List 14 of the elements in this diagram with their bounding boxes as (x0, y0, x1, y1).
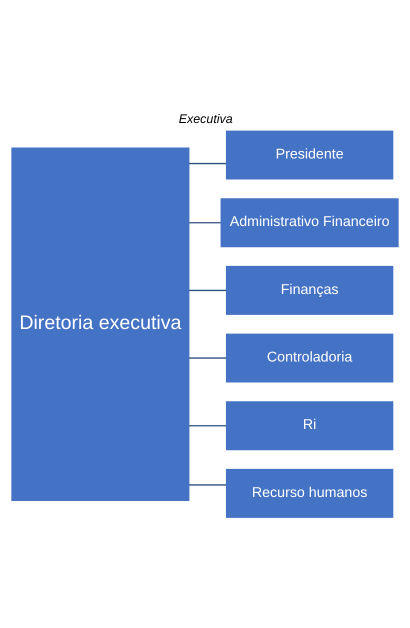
node-box: Presidente (226, 130, 394, 180)
node-box: Controladoria (226, 334, 394, 383)
connector (189, 222, 221, 224)
node-box: Recurso humanos (226, 468, 394, 518)
node-box: Administrativo Financeiro (220, 198, 399, 248)
node-box: Finanças (226, 266, 394, 315)
connector (189, 425, 226, 426)
node-box: Ri (226, 401, 394, 450)
diagram-title: Executiva (178, 112, 233, 126)
node-box: Diretoria executiva (11, 148, 190, 501)
connector (189, 484, 226, 486)
connector (189, 357, 226, 359)
connector (189, 290, 226, 292)
connector (189, 162, 226, 164)
